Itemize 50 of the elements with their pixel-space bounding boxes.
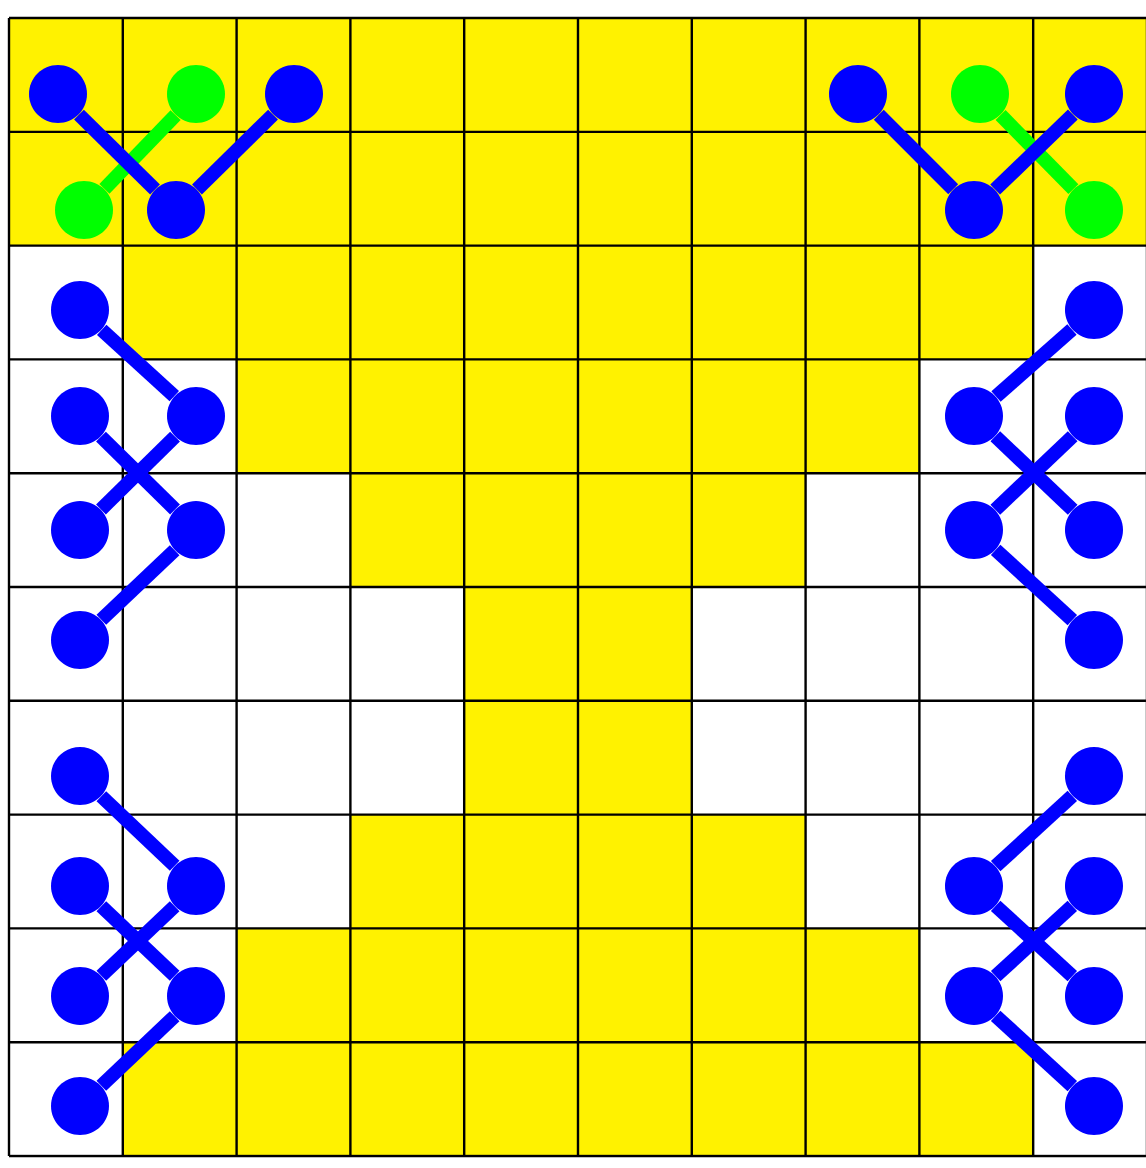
connector-line <box>96 1011 180 1091</box>
dot <box>167 857 225 915</box>
dot <box>945 181 1003 239</box>
dot <box>147 181 205 239</box>
dot <box>1065 857 1123 915</box>
connector-line <box>192 109 278 195</box>
dot <box>167 65 225 123</box>
connector-line <box>96 901 180 981</box>
dot <box>1065 387 1123 445</box>
dot <box>1065 611 1123 669</box>
dot <box>945 387 1003 445</box>
connector-line <box>990 900 1078 982</box>
dot <box>51 501 109 559</box>
connector-line <box>96 545 180 625</box>
connector-line <box>96 431 180 515</box>
connector-line <box>990 431 1078 515</box>
dot <box>265 65 323 123</box>
dot <box>1065 967 1123 1025</box>
dot <box>51 387 109 445</box>
connector-line <box>96 791 180 871</box>
connector-line <box>96 324 179 402</box>
dot <box>51 611 109 669</box>
connector-line <box>74 109 160 195</box>
dot <box>829 65 887 123</box>
dot <box>1065 65 1123 123</box>
dot <box>1065 281 1123 339</box>
connector-line <box>991 324 1077 402</box>
connector-line <box>873 109 959 195</box>
dot <box>29 65 87 123</box>
dot <box>951 65 1009 123</box>
dot <box>167 501 225 559</box>
dot <box>945 857 1003 915</box>
dot <box>1065 181 1123 239</box>
dot <box>51 967 109 1025</box>
dot <box>167 967 225 1025</box>
dot <box>55 181 113 239</box>
dot <box>51 1077 109 1135</box>
connector-line <box>990 1010 1078 1092</box>
dot <box>1065 747 1123 805</box>
dot <box>51 857 109 915</box>
dot <box>51 747 109 805</box>
connector-line <box>99 110 181 194</box>
dot <box>945 501 1003 559</box>
dot <box>945 967 1003 1025</box>
dot <box>51 281 109 339</box>
connector-line <box>990 790 1078 872</box>
dot <box>1065 501 1123 559</box>
connector-line <box>990 544 1078 626</box>
dot <box>167 387 225 445</box>
dot <box>1065 1077 1123 1135</box>
